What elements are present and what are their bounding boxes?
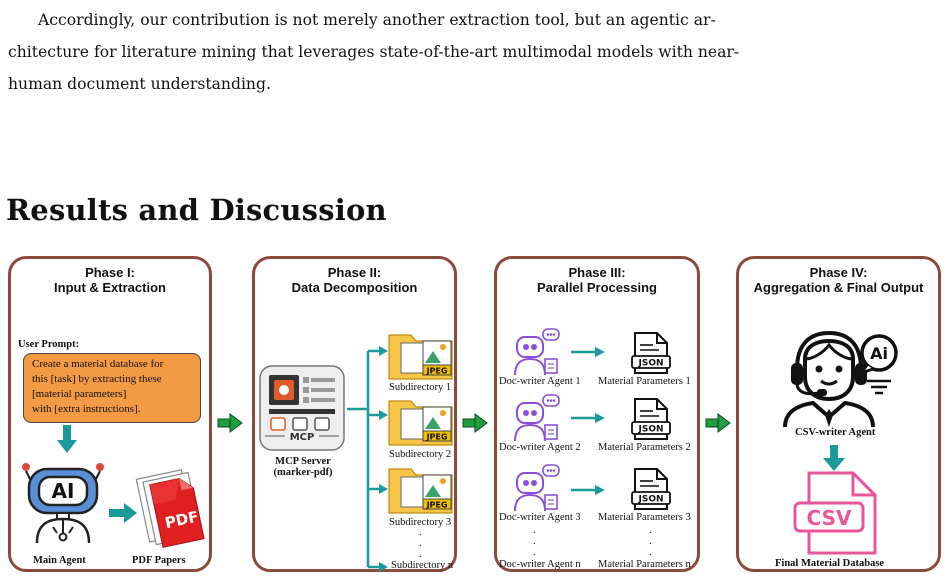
csv-writer-agent-icon: Ai <box>783 330 898 428</box>
svg-text:JSON: JSON <box>637 425 663 435</box>
ai-bubble-text: Ai <box>870 344 888 363</box>
main-agent-label: Main Agent <box>33 555 86 566</box>
svg-text:JPEG: JPEG <box>426 433 448 442</box>
user-prompt-label: User Prompt: <box>18 339 80 350</box>
json-doc-icon-2: JSON <box>631 398 671 440</box>
svg-text:JSON: JSON <box>637 359 663 369</box>
agent-dots-3: . <box>533 547 536 558</box>
csv-writer-agent-label: CSV-writer Agent <box>795 427 876 438</box>
phase-3-to-4-arrow <box>705 413 731 433</box>
param-dots-1: . <box>649 525 652 536</box>
subdirectory-3-label: Subdirectory 3 <box>389 517 452 528</box>
subdirectory-2-label: Subdirectory 2 <box>389 449 452 460</box>
svg-text:JSON: JSON <box>637 495 663 505</box>
doc-writer-agent-3-label: Doc-writer Agent 3 <box>499 512 581 523</box>
doc-writer-agent-1-label: Doc-writer Agent 1 <box>499 376 581 387</box>
phase-4-title: Phase IV: Aggregation & Final Output <box>753 265 924 295</box>
phase-1-panel: Phase I: Input & Extraction User Prompt:… <box>8 256 212 572</box>
doc-writer-agent-n-label: Doc-writer Agent n <box>499 559 581 570</box>
csv-text: CSV <box>807 506 852 530</box>
phase-2-title: Phase II: Data Decomposition <box>291 265 418 295</box>
csv-file-icon: CSV <box>793 471 877 555</box>
doc-writer-agent-icon-3 <box>514 464 560 512</box>
robot-agent-icon: AI <box>22 463 104 544</box>
agent-to-database-arrow <box>823 445 845 471</box>
agent-dots-1: . <box>533 525 536 536</box>
paragraph-line-3: human document understanding. <box>8 75 271 93</box>
decomposition-tree <box>347 346 388 572</box>
phase-4-panel: Phase IV: Aggregation & Final Output Ai … <box>736 256 941 572</box>
user-prompt-box: Create a material database for this [tas… <box>23 353 201 423</box>
prompt-to-agent-arrow <box>57 425 77 453</box>
json-doc-icon-1: JSON <box>631 332 671 374</box>
agent-2-arrow <box>571 413 605 423</box>
subdirectory-folder-2: JPEG <box>388 400 453 446</box>
phase-3-title: Phase III: Parallel Processing <box>537 265 657 295</box>
doc-writer-agent-2-label: Doc-writer Agent 2 <box>499 442 581 453</box>
agent-to-pdf-arrow <box>109 503 137 523</box>
material-params-1-label: Material Parameters 1 <box>598 376 691 387</box>
intro-paragraph: Accordingly, our contribution is not mer… <box>8 4 940 100</box>
final-database-label: Final Material Database <box>775 558 885 569</box>
json-doc-icon-3: JSON <box>631 468 671 510</box>
material-params-n-label: Material Parameters n <box>598 559 691 570</box>
param-dots-2: . <box>649 536 652 547</box>
mcp-badge-text: MCP <box>290 432 315 443</box>
dots-2: . <box>419 538 422 549</box>
phase-1-to-2-arrow <box>217 413 243 433</box>
phase-2-panel: Phase II: Data Decomposition MCP MCP Ser… <box>252 256 457 572</box>
paragraph-line-1: Accordingly, our contribution is not mer… <box>38 11 716 29</box>
dots-3: . <box>419 549 422 560</box>
agent-3-arrow <box>571 485 605 495</box>
agent-dots-2: . <box>533 536 536 547</box>
dots-1: . <box>419 527 422 538</box>
section-heading: Results and Discussion <box>6 193 387 227</box>
agent-1-arrow <box>571 347 605 357</box>
material-params-2-label: Material Parameters 2 <box>598 442 691 453</box>
paragraph-line-2: chitecture for literature mining that le… <box>8 43 740 61</box>
doc-writer-agent-icon-1 <box>514 328 560 376</box>
material-params-3-label: Material Parameters 3 <box>598 512 691 523</box>
svg-text:JPEG: JPEG <box>426 367 448 376</box>
doc-writer-agent-icon-2 <box>514 394 560 442</box>
phase-3-panel: Phase III: Parallel Processing Doc-write… <box>494 256 700 572</box>
mcp-server-label: MCP Server (marker-pdf) <box>273 456 333 478</box>
subdirectory-folder-3: JPEG <box>388 468 453 514</box>
param-dots-3: . <box>649 547 652 558</box>
subdirectory-1-label: Subdirectory 1 <box>389 382 452 393</box>
phase-2-to-3-arrow <box>462 413 488 433</box>
pdf-papers-icon: PDF <box>135 469 205 548</box>
subdirectory-n-label: Subdirectory n <box>391 560 454 571</box>
phase-1-title: Phase I: Input & Extraction <box>54 265 166 295</box>
mcp-server-icon: MCP <box>259 365 345 451</box>
pdf-papers-label: PDF Papers <box>132 555 186 566</box>
subdirectory-folder-1: JPEG <box>388 334 453 380</box>
robot-ai-text: AI <box>52 479 75 503</box>
svg-text:JPEG: JPEG <box>426 501 448 510</box>
